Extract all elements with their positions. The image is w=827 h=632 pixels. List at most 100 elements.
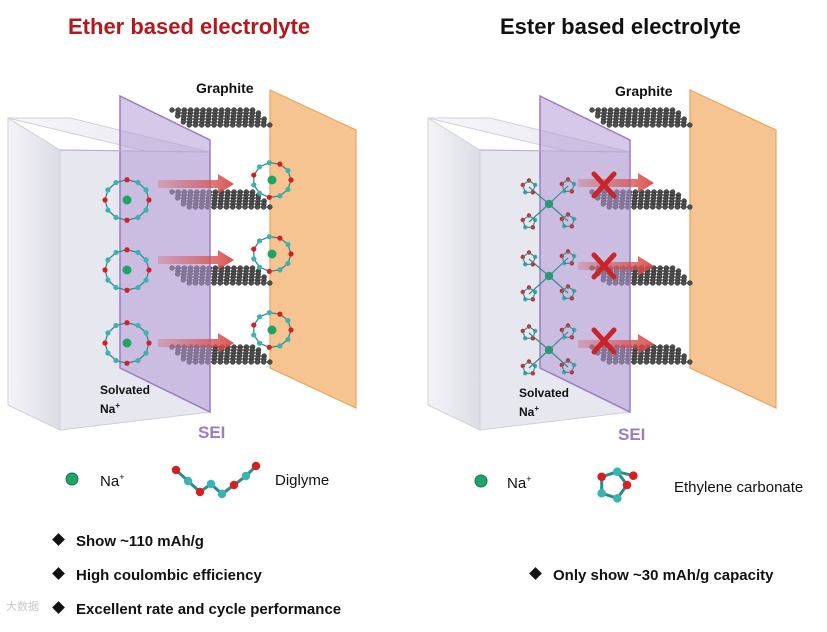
atom [105, 330, 111, 336]
left-solvated-cluster-1 [102, 177, 152, 223]
atom [622, 480, 632, 490]
left-arrow-1 [158, 174, 234, 194]
atom [124, 217, 130, 223]
carbon-atom [236, 280, 242, 286]
carbon-atom [267, 204, 273, 210]
carbon-atom [260, 122, 267, 128]
carbon-atom [589, 107, 595, 113]
na-ion-icon [122, 265, 132, 275]
right-blocked-cross-3 [591, 327, 617, 355]
carbon-atom [643, 280, 650, 286]
atom [124, 360, 130, 366]
right-arrow-1 [578, 173, 654, 193]
diamond-bullet-icon [529, 567, 542, 580]
bond [561, 324, 575, 338]
bond [561, 213, 575, 227]
atom [146, 340, 152, 346]
bond [548, 275, 569, 294]
carbon-atom [248, 204, 254, 210]
bond [561, 178, 575, 192]
carbon-atom [637, 122, 643, 128]
atom [135, 179, 141, 186]
atom [113, 322, 119, 329]
left-legend-diglyme-label: Diglyme [275, 472, 330, 489]
carbon-atom [680, 280, 687, 286]
atom [113, 284, 119, 291]
carbon-atom [248, 359, 254, 365]
atom [251, 332, 257, 338]
carbon-atom [211, 204, 217, 210]
carbon-atom [254, 359, 261, 365]
atom [113, 357, 119, 364]
diamond-bullet-icon [52, 533, 65, 546]
bond [528, 275, 550, 295]
right-blocked-cross-2 [591, 252, 617, 280]
carbon-atom [223, 122, 230, 128]
left-solvated-cluster-3 [102, 320, 152, 366]
carbon-atom [662, 204, 668, 210]
carbon-atom [198, 122, 205, 128]
carbon-atom [254, 204, 261, 210]
carbon-atom [254, 280, 261, 286]
atom [266, 160, 272, 166]
carbon-atom [656, 359, 662, 365]
right-bullet-1: Only show ~30 mAh/g capacity [529, 567, 774, 584]
arrow-shape [158, 250, 234, 270]
right-sei-edge [479, 149, 631, 153]
left-solvated-cluster-2 [102, 247, 152, 293]
atom [143, 330, 149, 336]
carbon-atom [606, 122, 612, 128]
atom [285, 336, 291, 343]
carbon-atom [674, 204, 681, 210]
carbon-atom [217, 122, 223, 128]
carbon-atom [643, 122, 650, 128]
atom [266, 344, 272, 350]
na-ion-icon [267, 249, 277, 259]
carbon-atom [169, 107, 175, 113]
arrow-shape [158, 174, 234, 194]
arrow-shape [158, 333, 234, 353]
carbon-atom [680, 204, 687, 210]
atom [102, 267, 108, 273]
carbon-atom [662, 359, 668, 365]
atom [206, 479, 216, 489]
left-intercalated-cluster-2 [251, 234, 294, 274]
carbon-atom [631, 359, 637, 365]
bond [522, 325, 536, 339]
carbon-atom [631, 122, 637, 128]
atom [143, 207, 149, 213]
carbon-atom [625, 122, 631, 128]
diglyme-molecule-icon [171, 461, 261, 499]
right-graphite-label: Graphite [615, 83, 673, 99]
atom [251, 461, 261, 471]
atom [251, 172, 257, 178]
left-bullet-3: Excellent rate and cycle performance [52, 601, 341, 618]
bond [548, 349, 569, 368]
atom [256, 264, 263, 270]
carbon-atom [217, 204, 223, 210]
bond [522, 214, 536, 228]
right-graphite-sheet-1 [589, 107, 693, 128]
atom [143, 187, 149, 193]
right-sei-membrane [539, 94, 631, 414]
right-solvated-cluster-2 [520, 249, 577, 302]
carbon-atom [236, 204, 242, 210]
carbon-atom [612, 122, 619, 128]
left-legend-na-label: Na+ [100, 472, 125, 490]
carbon-atom [668, 122, 674, 128]
atom [113, 249, 119, 256]
carbon-atom [211, 280, 217, 286]
carbon-atom [205, 122, 211, 128]
atom [613, 494, 622, 503]
carbon-atom [248, 122, 254, 128]
left-graphite-sheet-1 [169, 107, 273, 128]
carbon-atom [649, 122, 656, 128]
atom [285, 167, 291, 174]
left-graphite-label: Graphite [196, 80, 254, 96]
atom [277, 343, 283, 349]
right-electrode [689, 89, 777, 409]
carbon-atom [242, 280, 248, 286]
atom [143, 350, 149, 356]
atom [124, 320, 130, 326]
